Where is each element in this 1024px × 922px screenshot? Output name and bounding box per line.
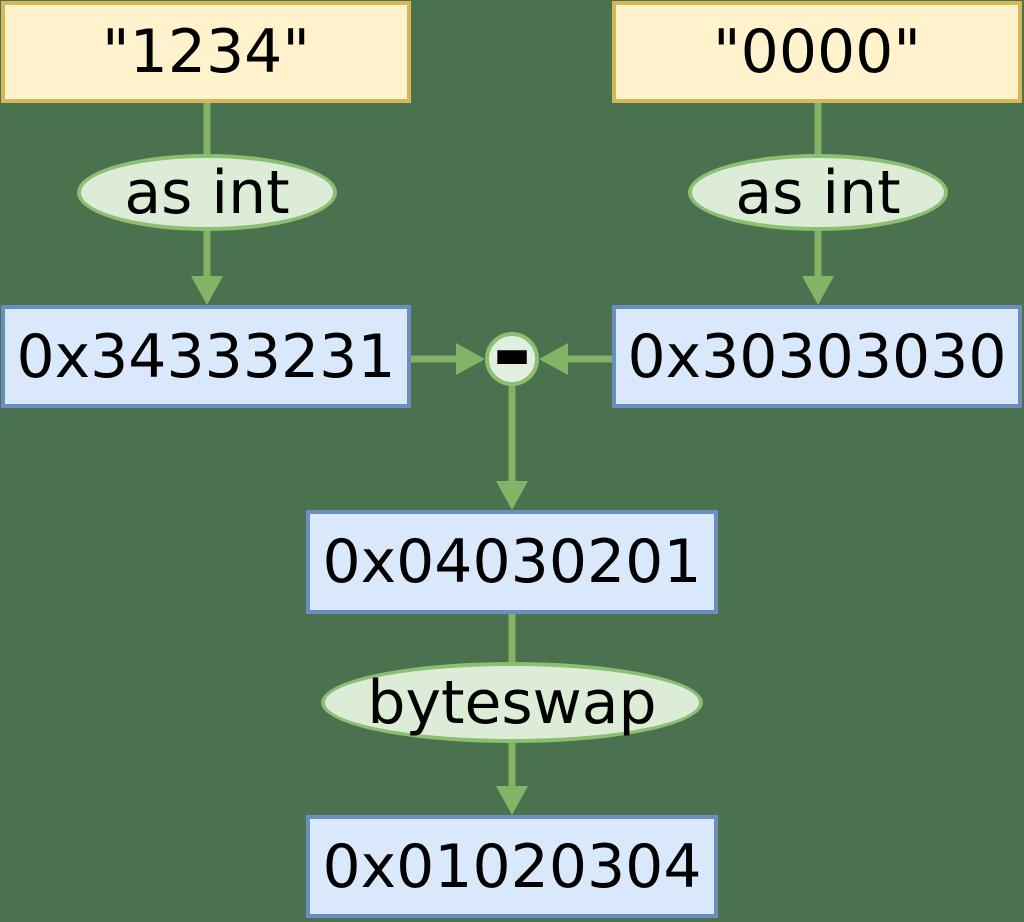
edge-subtract-to-diff: [496, 380, 528, 510]
difference-value-node: 0x04030201: [306, 510, 718, 614]
int-value-node-right: 0x30303030: [612, 305, 1022, 408]
edge-asint-left-to-int: [191, 225, 223, 305]
as-int-label-right: as int: [735, 157, 901, 228]
as-int-operation-ellipse-left: as int: [77, 154, 337, 231]
edge-asint-right-to-int: [802, 225, 834, 305]
byteswap-operation-ellipse: byteswap: [321, 662, 703, 743]
string-literal-label-right: "0000": [713, 17, 921, 87]
byteswap-label: byteswap: [367, 667, 657, 738]
edge-int-right-to-subtract: [539, 343, 616, 375]
string-literal-node-right: "0000": [612, 1, 1022, 103]
edge-byteswap-to-result: [496, 738, 528, 815]
string-literal-label-left: "1234": [102, 17, 310, 87]
edge-int-left-to-subtract: [408, 343, 485, 375]
as-int-operation-ellipse-right: as int: [688, 154, 948, 231]
string-literal-node-left: "1234": [1, 1, 411, 103]
int-value-node-left: 0x34333231: [1, 305, 411, 408]
as-int-label-left: as int: [124, 157, 290, 228]
difference-value-label: 0x04030201: [322, 527, 702, 597]
int-value-label-right: 0x30303030: [627, 321, 1007, 392]
minus-operator-label: -: [492, 296, 532, 408]
result-value-label: 0x01020304: [322, 831, 702, 902]
subtract-operation-circle: -: [485, 304, 539, 400]
int-value-label-left: 0x34333231: [16, 321, 396, 392]
result-value-node: 0x01020304: [306, 815, 718, 918]
